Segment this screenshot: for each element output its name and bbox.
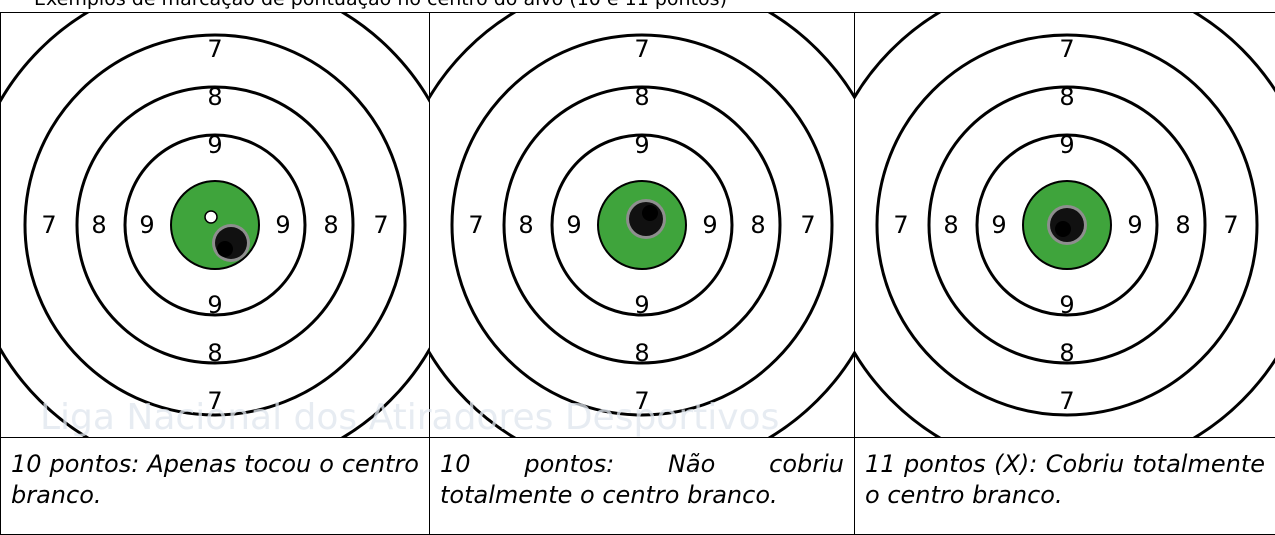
bullet-hole <box>1047 205 1087 245</box>
ring-label-8-top: 8 <box>207 83 222 111</box>
ring-label-9-left: 9 <box>991 211 1006 239</box>
target-3: 7 8 9 9 8 7 7 8 9 9 8 7 <box>855 13 1275 437</box>
center-white <box>205 211 217 223</box>
ring-label-9-top: 9 <box>207 131 222 159</box>
ring-label-8-right: 8 <box>323 211 338 239</box>
ring-label-9-bottom: 9 <box>1059 291 1074 319</box>
center-green <box>171 181 259 269</box>
ring-label-7-bottom: 7 <box>1059 387 1074 415</box>
ring-label-9-right: 9 <box>275 211 290 239</box>
ring-label-7-bottom: 7 <box>634 387 649 415</box>
ring-label-8-left: 8 <box>943 211 958 239</box>
ring-label-7-right: 7 <box>1223 211 1238 239</box>
target-cell-1: 7 8 9 9 8 7 7 8 9 9 8 7 <box>1 13 430 438</box>
caption-1: 10 pontos: Apenas tocou o centro branco. <box>1 438 429 511</box>
target-cell-2: 7 8 9 9 8 7 7 8 9 9 8 7 <box>430 13 855 438</box>
caption-cell-3: 11 pontos (X): Cobriu totalmente o centr… <box>855 438 1275 535</box>
target-2: 7 8 9 9 8 7 7 8 9 9 8 7 <box>430 13 854 437</box>
caption-cell-2: 10 pontos: Não cobriu totalmente o centr… <box>430 438 855 535</box>
ring-label-7-top: 7 <box>207 35 222 63</box>
ring-label-7-top: 7 <box>1059 35 1074 63</box>
ring-label-9-bottom: 9 <box>207 291 222 319</box>
ring-label-9-top: 9 <box>1059 131 1074 159</box>
ring-label-9-right: 9 <box>702 211 717 239</box>
page-header-text: Exemplos de marcação de pontuação no cen… <box>34 0 727 10</box>
ring-label-8-bottom: 8 <box>634 339 649 367</box>
ring-label-7-right: 7 <box>373 211 388 239</box>
ring-label-8-bottom: 8 <box>207 339 222 367</box>
ring-label-8-right: 8 <box>750 211 765 239</box>
ring-label-7-top: 7 <box>634 35 649 63</box>
caption-3: 11 pontos (X): Cobriu totalmente o centr… <box>855 438 1275 511</box>
caption-cell-1: 10 pontos: Apenas tocou o centro branco. <box>1 438 430 535</box>
captions-row: 10 pontos: Apenas tocou o centro branco.… <box>1 438 1275 535</box>
target-1: 7 8 9 9 8 7 7 8 9 9 8 7 <box>1 13 429 437</box>
ring-label-9-left: 9 <box>139 211 154 239</box>
targets-row: 7 8 9 9 8 7 7 8 9 9 8 7 <box>1 13 1275 438</box>
ring-label-7-left: 7 <box>893 211 908 239</box>
bullet-hole <box>626 199 666 239</box>
targets-table: 7 8 9 9 8 7 7 8 9 9 8 7 <box>0 12 1275 535</box>
ring-label-7-left: 7 <box>468 211 483 239</box>
ring-label-7-bottom: 7 <box>207 387 222 415</box>
ring-label-7-left: 7 <box>41 211 56 239</box>
ring-label-8-left: 8 <box>91 211 106 239</box>
ring-label-8-right: 8 <box>1175 211 1190 239</box>
bullet-hole <box>212 224 250 262</box>
ring-label-9-top: 9 <box>634 131 649 159</box>
ring-label-8-top: 8 <box>1059 83 1074 111</box>
target-cell-3: 7 8 9 9 8 7 7 8 9 9 8 7 <box>855 13 1275 438</box>
page-header: Exemplos de marcação de pontuação no cen… <box>0 0 1275 12</box>
ring-label-8-top: 8 <box>634 83 649 111</box>
ring-label-8-left: 8 <box>518 211 533 239</box>
ring-label-9-left: 9 <box>566 211 581 239</box>
ring-label-7-right: 7 <box>800 211 815 239</box>
ring-label-8-bottom: 8 <box>1059 339 1074 367</box>
ring-label-9-right: 9 <box>1127 211 1142 239</box>
ring-label-9-bottom: 9 <box>634 291 649 319</box>
caption-2: 10 pontos: Não cobriu totalmente o centr… <box>430 438 854 511</box>
